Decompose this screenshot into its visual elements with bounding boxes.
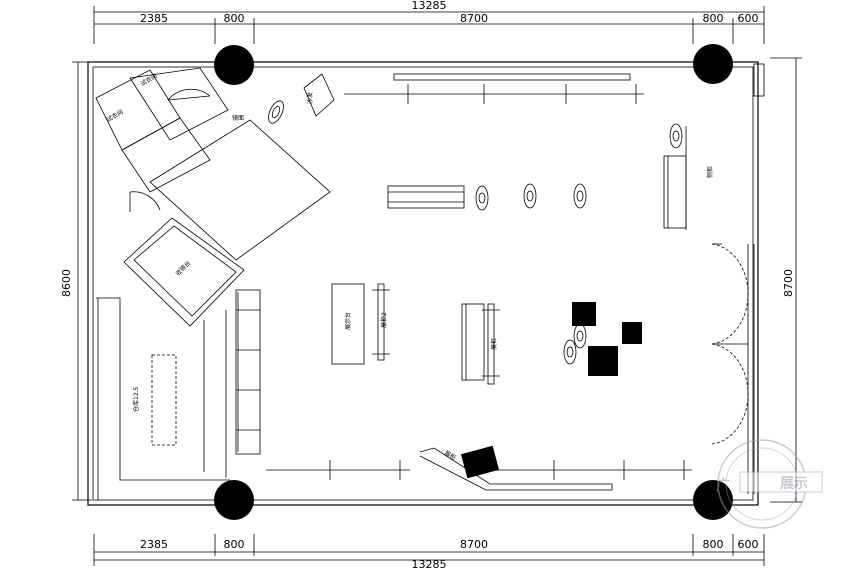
top-dim-4: 800 (703, 12, 724, 25)
bottom-dimensions (93, 534, 765, 566)
fitting-rooms (95, 67, 229, 212)
top-dim-1: 2385 (140, 12, 168, 25)
block-2 (622, 322, 642, 344)
storage-label: 仓库12.5 (132, 386, 140, 412)
bottom-dim-1: 2385 (140, 538, 168, 551)
outer-walls (87, 61, 765, 506)
columns (214, 44, 733, 520)
top-dimensions (93, 6, 765, 44)
block-1 (572, 302, 596, 326)
top-wall-rail (344, 73, 644, 104)
bottom-dim-4: 800 (703, 538, 724, 551)
bottom-wall-rail (266, 460, 692, 480)
entrance-doors (711, 243, 755, 494)
bottom-dim-3: 8700 (460, 538, 488, 551)
left-wall-shelf (235, 289, 261, 455)
bottom-dim-2: 800 (224, 538, 245, 551)
watermark-text-1: 广 (716, 477, 730, 494)
entrance-shelf (419, 445, 613, 491)
shelf-a (372, 283, 390, 361)
cashier-label: 收银台 (174, 259, 192, 277)
shelf-b-label: 展柜 (490, 338, 498, 350)
column-bottom-left (214, 480, 254, 520)
side-shelf-label: 侧柜 (706, 166, 714, 178)
column-top-left (214, 45, 254, 85)
side-dimensions (72, 57, 802, 503)
watermark-text-2: 展示 (780, 476, 808, 492)
rotated-platform (123, 119, 331, 327)
top-dim-2: 800 (224, 12, 245, 25)
shelf-b (461, 303, 500, 385)
display-blocks (572, 302, 642, 376)
entrance-shelf-label: 展柜 (443, 449, 457, 462)
left-height-dim: 8600 (60, 269, 73, 297)
bottom-total-dim: 13285 (412, 558, 447, 568)
right-height-dim: 8700 (782, 269, 795, 297)
sofa (268, 73, 335, 124)
watermark: 广 展示 (716, 439, 823, 529)
column-top-right (693, 44, 733, 84)
sofa-label: 沙发 (306, 92, 314, 104)
shelf-a-label: 展柜2 (380, 312, 388, 328)
column-bottom-right (693, 480, 733, 520)
mirror-label: 镜面 (232, 114, 244, 122)
top-dim-3: 8700 (460, 12, 488, 25)
top-dim-5: 600 (738, 12, 759, 25)
stands (475, 123, 683, 365)
right-side-rack (663, 126, 687, 230)
center-bench (387, 185, 465, 209)
fitting-room-label-1: 试衣间 (105, 108, 125, 124)
block-3 (588, 346, 618, 376)
storage-room (96, 297, 230, 500)
display-table-label: 展示台 (344, 312, 352, 330)
bottom-dim-5: 600 (738, 538, 759, 551)
display-table (331, 283, 365, 365)
top-total-dim: 13285 (412, 0, 447, 12)
